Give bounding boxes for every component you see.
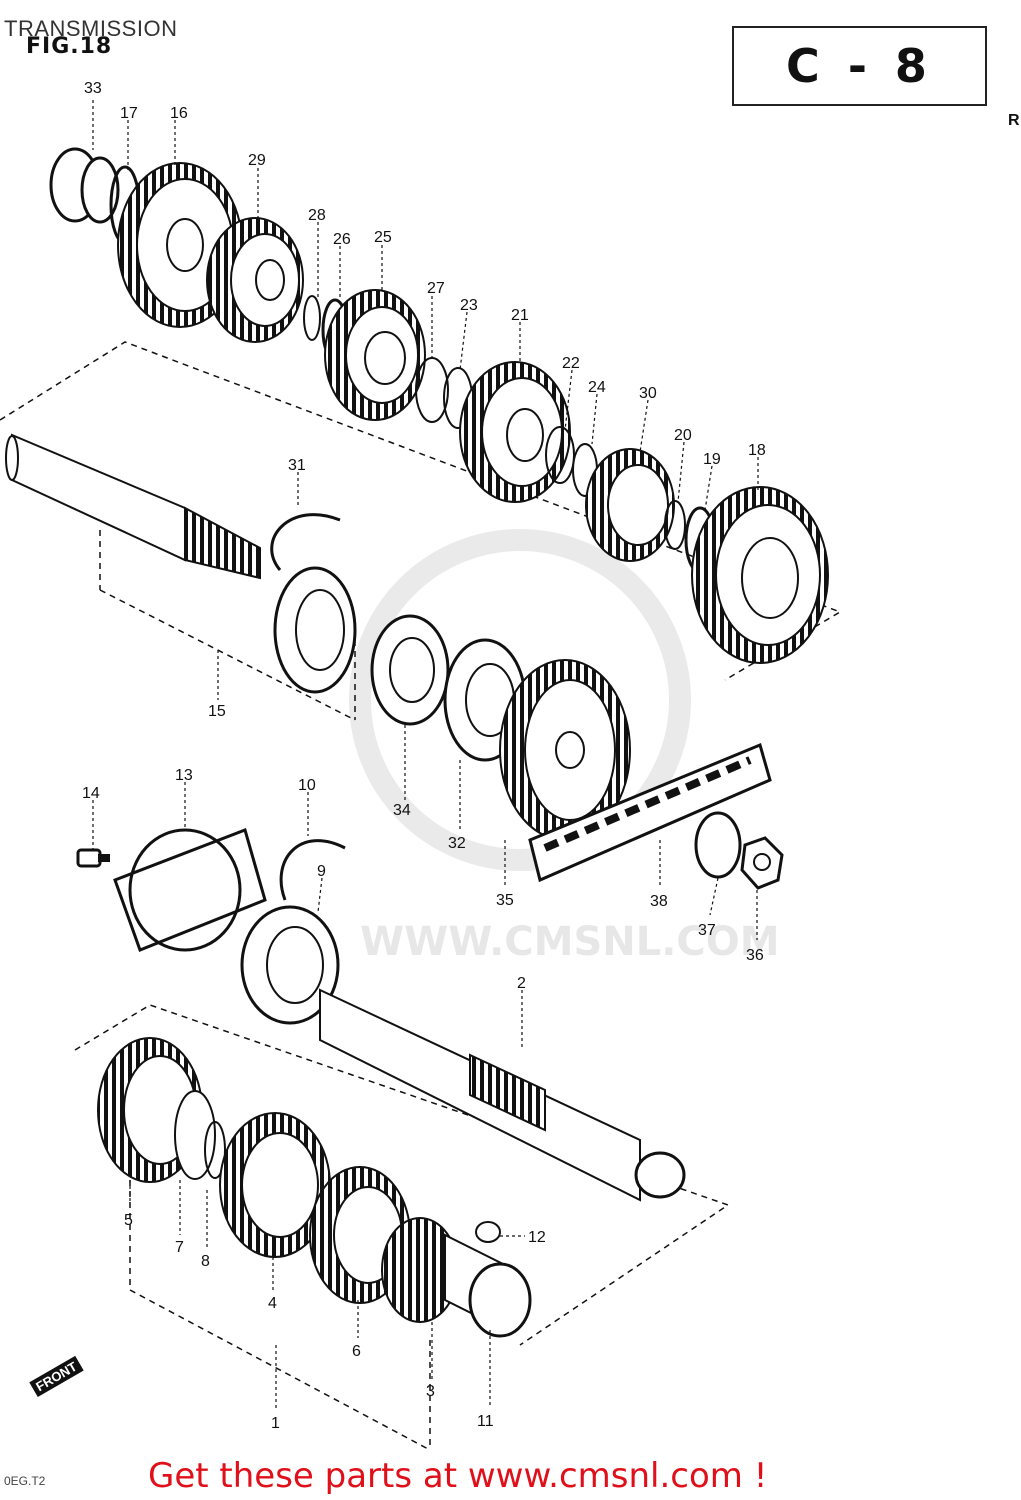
gear-29: [206, 217, 304, 343]
callout-33: 33: [84, 80, 102, 97]
bearing-9: [240, 905, 340, 1025]
pin-12: [475, 1221, 501, 1243]
chain-38: [528, 742, 772, 883]
callout-24: 24: [588, 379, 606, 396]
shaft-end-11: [444, 1233, 532, 1338]
callout-4: 4: [268, 1295, 277, 1312]
callout-1: 1: [271, 1415, 280, 1432]
washer-7: [174, 1090, 216, 1180]
callout-8: 8: [201, 1253, 210, 1270]
callout-labels: 33 17 16 29 28 26 25 27 23 21 22 24 30 2…: [82, 80, 766, 1432]
callout-12: 12: [528, 1229, 546, 1246]
washer-37: [694, 811, 742, 879]
callout-15: 15: [208, 703, 226, 720]
callout-23: 23: [460, 297, 478, 314]
side-mark: R: [1008, 112, 1020, 129]
callout-27: 27: [427, 280, 445, 297]
callout-14: 14: [82, 785, 100, 802]
leader-lines: [92, 100, 759, 1410]
sprocket-35: [499, 659, 631, 841]
callout-20: 20: [674, 427, 692, 444]
callout-30: 30: [639, 385, 657, 402]
parts-banner-link[interactable]: Get these parts at www.cmsnl.com !: [148, 1456, 768, 1496]
callout-29: 29: [248, 152, 266, 169]
bearing-15: [273, 566, 357, 694]
gear-21: [459, 361, 571, 503]
callout-22: 22: [562, 355, 580, 372]
callout-32: 32: [448, 835, 466, 852]
callout-9: 9: [317, 863, 326, 880]
callout-19: 19: [703, 451, 721, 468]
countershaft-15: [5, 433, 261, 580]
lock-washer-27: [415, 357, 449, 423]
circlip-31: [270, 513, 341, 571]
callout-37: 37: [698, 922, 716, 939]
page-title: TRANSMISSION: [4, 16, 178, 41]
nut-36: [740, 836, 784, 890]
callout-17: 17: [120, 105, 138, 122]
bearing-retainer-13: [113, 828, 267, 952]
gear-18: [691, 486, 829, 664]
callout-2: 2: [517, 975, 526, 992]
circlip-8: [204, 1121, 226, 1179]
callout-25: 25: [374, 229, 392, 246]
callout-5: 5: [124, 1212, 133, 1229]
callout-3: 3: [426, 1383, 435, 1400]
footer-code: 0EG.T2: [4, 1474, 46, 1488]
callout-10: 10: [298, 777, 316, 794]
callout-21: 21: [511, 307, 529, 324]
callout-18: 18: [748, 442, 766, 459]
callout-36: 36: [746, 947, 764, 964]
circlip-28: [303, 295, 321, 341]
callout-26: 26: [333, 231, 351, 248]
callout-28: 28: [308, 207, 326, 224]
circlip-20: [664, 500, 686, 550]
callout-16: 16: [170, 105, 188, 122]
watermark-graphic: WWW.CMSNL.COM: [349, 529, 780, 965]
callout-34: 34: [393, 802, 411, 819]
gear-30: [585, 448, 675, 562]
gear-4: [219, 1112, 331, 1258]
figure-label: FIG.18: [26, 34, 113, 59]
driveshaft-group-outline: [74, 1004, 730, 1451]
page-code-box: C - 8: [732, 26, 987, 106]
callout-6: 6: [352, 1343, 361, 1360]
callout-31: 31: [288, 457, 306, 474]
callout-11: 11: [477, 1413, 494, 1430]
watermark-text: WWW.CMSNL.COM: [360, 919, 780, 965]
spacer-34: [370, 614, 450, 726]
callout-7: 7: [175, 1239, 184, 1256]
driveshaft-2: [319, 988, 686, 1202]
bearing-33: [49, 147, 120, 224]
bolt-14: [76, 848, 110, 868]
callout-13: 13: [175, 767, 193, 784]
gear-25: [324, 289, 426, 421]
circlip-22: [545, 426, 575, 484]
callout-35: 35: [496, 892, 514, 909]
callout-38: 38: [650, 893, 668, 910]
circlip-10: [279, 839, 346, 901]
